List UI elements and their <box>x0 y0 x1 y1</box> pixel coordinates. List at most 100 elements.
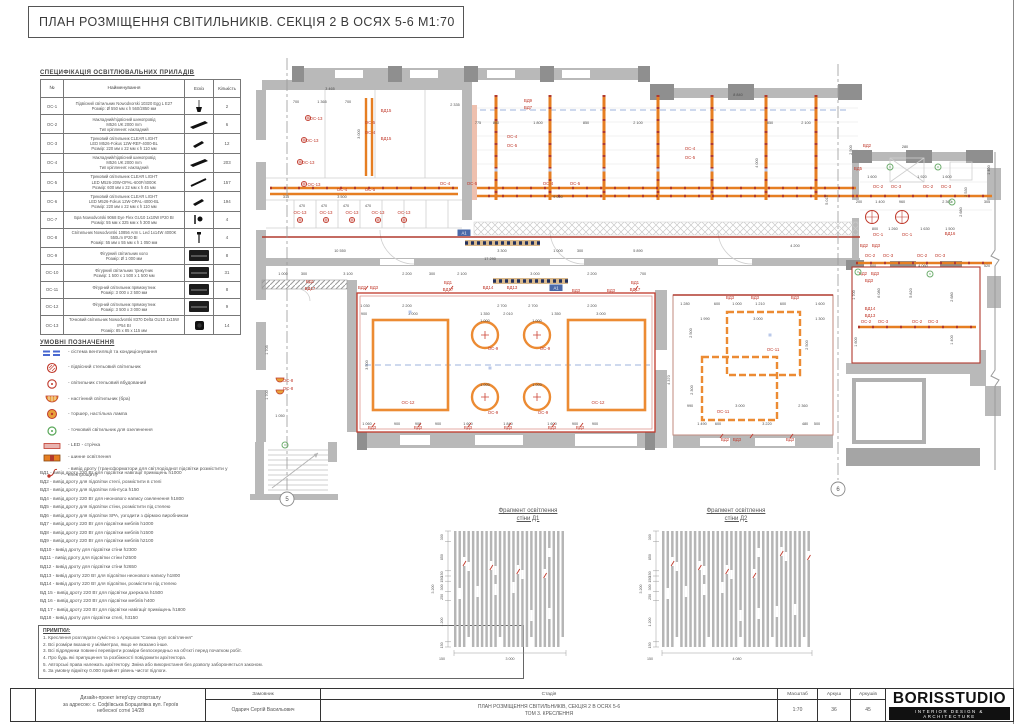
plan-fixture-label: ОС-2 <box>865 253 876 258</box>
legend-heading: УМОВНІ ПОЗНАЧЕННЯ <box>40 340 115 346</box>
green-spot-dot <box>889 166 891 168</box>
wall-slat <box>543 531 547 647</box>
plan-dimension: 3 000 <box>753 317 763 321</box>
wall-slat <box>476 586 479 597</box>
green-spot-icon <box>926 270 934 278</box>
plan-fixture-label: ОС-13 <box>346 210 359 215</box>
plan-dimension: 480 <box>802 422 808 426</box>
linear-spot-icon <box>185 172 214 192</box>
recessed-marker <box>710 168 714 172</box>
plan-fixture-label: ВД5 <box>854 166 863 171</box>
page-title: ПЛАН РОЗМІЩЕННЯ СВІТИЛЬНИКІВ. СЕКЦІЯ 2 В… <box>39 15 455 29</box>
wall-slat <box>702 584 706 595</box>
plan-dimension: 1 920 <box>917 175 927 179</box>
green-spot-dot <box>951 201 953 203</box>
wall-slat <box>784 552 788 561</box>
plan-fixture-label: ОС-3 <box>935 253 946 258</box>
legend-item-label: - точковий світильник для озеленення <box>68 428 153 434</box>
spec-section: СПЕЦИФІКАЦІЯ ОСВІТЛЮВАЛЬНИХ ПРИЛАДІВ № Н… <box>40 70 241 336</box>
plan-fixture-label: ВД3 <box>733 437 742 442</box>
wall-slat <box>684 586 688 597</box>
fragment-dim-chain <box>653 530 659 648</box>
wall-slat <box>458 588 461 599</box>
plan-dimension: 2 335 <box>450 103 460 107</box>
plan-fixture-label: ВД3 <box>786 437 795 442</box>
plan-fixture-label: ОС-4 <box>543 181 554 186</box>
plan-fixture-label: ВД3 <box>576 425 585 430</box>
slat-light-tick <box>752 572 757 579</box>
plan-dimension: 1 630 <box>920 227 930 231</box>
plan-dimension: 520 <box>984 264 990 268</box>
plan-fixture-label: ВД1 <box>631 280 640 285</box>
recessed-marker <box>488 366 492 370</box>
plan-fixture-label: ОС-13 <box>302 160 315 165</box>
plan-dimension: 900 <box>592 422 598 426</box>
ceiling-point-icon <box>296 158 304 166</box>
plan-dimension: 300 <box>301 272 307 276</box>
sheets-value: 45 <box>865 707 871 713</box>
wall-slat <box>739 531 742 637</box>
plan-fixture-label: ОС-9 <box>540 346 551 351</box>
wall-slat <box>752 569 756 578</box>
scale-value: 1:70 <box>792 707 803 713</box>
wall-slat <box>507 531 511 647</box>
plan-fixture-label: ОС-13 <box>398 210 411 215</box>
spec-id: ОС-3 <box>41 134 64 153</box>
wire-output-item: ВД4 - вивід дроту 220 Вт для неонового н… <box>40 495 184 501</box>
plan-dimension: 1 000 <box>553 249 563 253</box>
legend-item-label: - торшер, настільна лампа <box>68 411 128 417</box>
plan-dimension: 1 050 <box>275 414 285 418</box>
plan-dimension: 1 000 <box>480 383 490 387</box>
customer-name: Одарич Сергій Васильович <box>231 707 295 713</box>
wire-output-item: ВД5 - вивід дроту для підсвітки стіни, р… <box>40 504 171 510</box>
plan-dimension: 4 000 <box>755 158 759 168</box>
plan-dimension: 2 100 <box>801 121 811 125</box>
plan-dimension: 2 530 <box>964 187 968 197</box>
plan-dimension: 1 060 <box>362 422 372 426</box>
wire-output-item: ВД7 - вивід дроту 220 Вт для підсвітки м… <box>40 521 154 527</box>
plan-dimension: 1 600 <box>942 175 952 179</box>
recessed-marker <box>656 168 660 172</box>
slat-light-tick <box>489 564 494 571</box>
plan-fixture-label: ВД2 <box>860 243 869 248</box>
plan-fixture-label: ВД15 <box>381 136 392 141</box>
wall-slat <box>748 531 751 647</box>
plan-dimension: 2 360 <box>942 200 952 204</box>
wall-slat <box>757 548 760 557</box>
plan-dimension: 1 600 <box>854 337 858 347</box>
plan-chip <box>457 229 471 236</box>
green-spot-dot <box>857 271 859 273</box>
spec-id: ОС-11 <box>41 281 64 298</box>
wall-slat <box>807 551 810 560</box>
wall-slat <box>552 531 556 647</box>
wall-slat <box>454 531 457 647</box>
plan-dimension: 900 <box>361 312 367 316</box>
plan-dimension: 1 350 <box>480 312 490 316</box>
plan-fixture-label: ВД13 <box>507 285 518 290</box>
wall-slat <box>802 531 806 637</box>
studio-logo: BORISSTUDIO INTERIOR DESIGN & ARCHITECTU… <box>886 689 1013 721</box>
plan-chip <box>549 284 563 291</box>
legend-item: - сістема вентиляції та кондиціонування <box>40 349 250 357</box>
wall-slat <box>716 531 720 647</box>
legend-item-label: - сістема вентиляції та кондиціонування <box>68 350 158 356</box>
spec-id: ОС-6 <box>41 192 64 211</box>
slat-light-tick <box>807 554 811 561</box>
slat-light-tick <box>670 560 675 567</box>
plan-dimension: 5 890 <box>633 249 643 253</box>
vent-icon <box>40 349 64 357</box>
scale-label: Масштаб <box>778 689 817 700</box>
legend-item-label: - підвісний стельовий світильник <box>68 364 141 370</box>
legend-item-label: - шинне освітлення <box>68 455 111 461</box>
plan-dimension: 990 <box>687 404 693 408</box>
plan-fixture-label: ВД14 <box>483 285 494 290</box>
wall-slat <box>775 606 779 617</box>
plan-fixture-label: ВД3 <box>504 425 513 430</box>
plan-dimension: 1 280 <box>680 302 690 306</box>
fragment-dim: 4 080 <box>733 657 742 661</box>
customer-cell: Замовник Одарич Сергій Васильович <box>206 689 321 721</box>
